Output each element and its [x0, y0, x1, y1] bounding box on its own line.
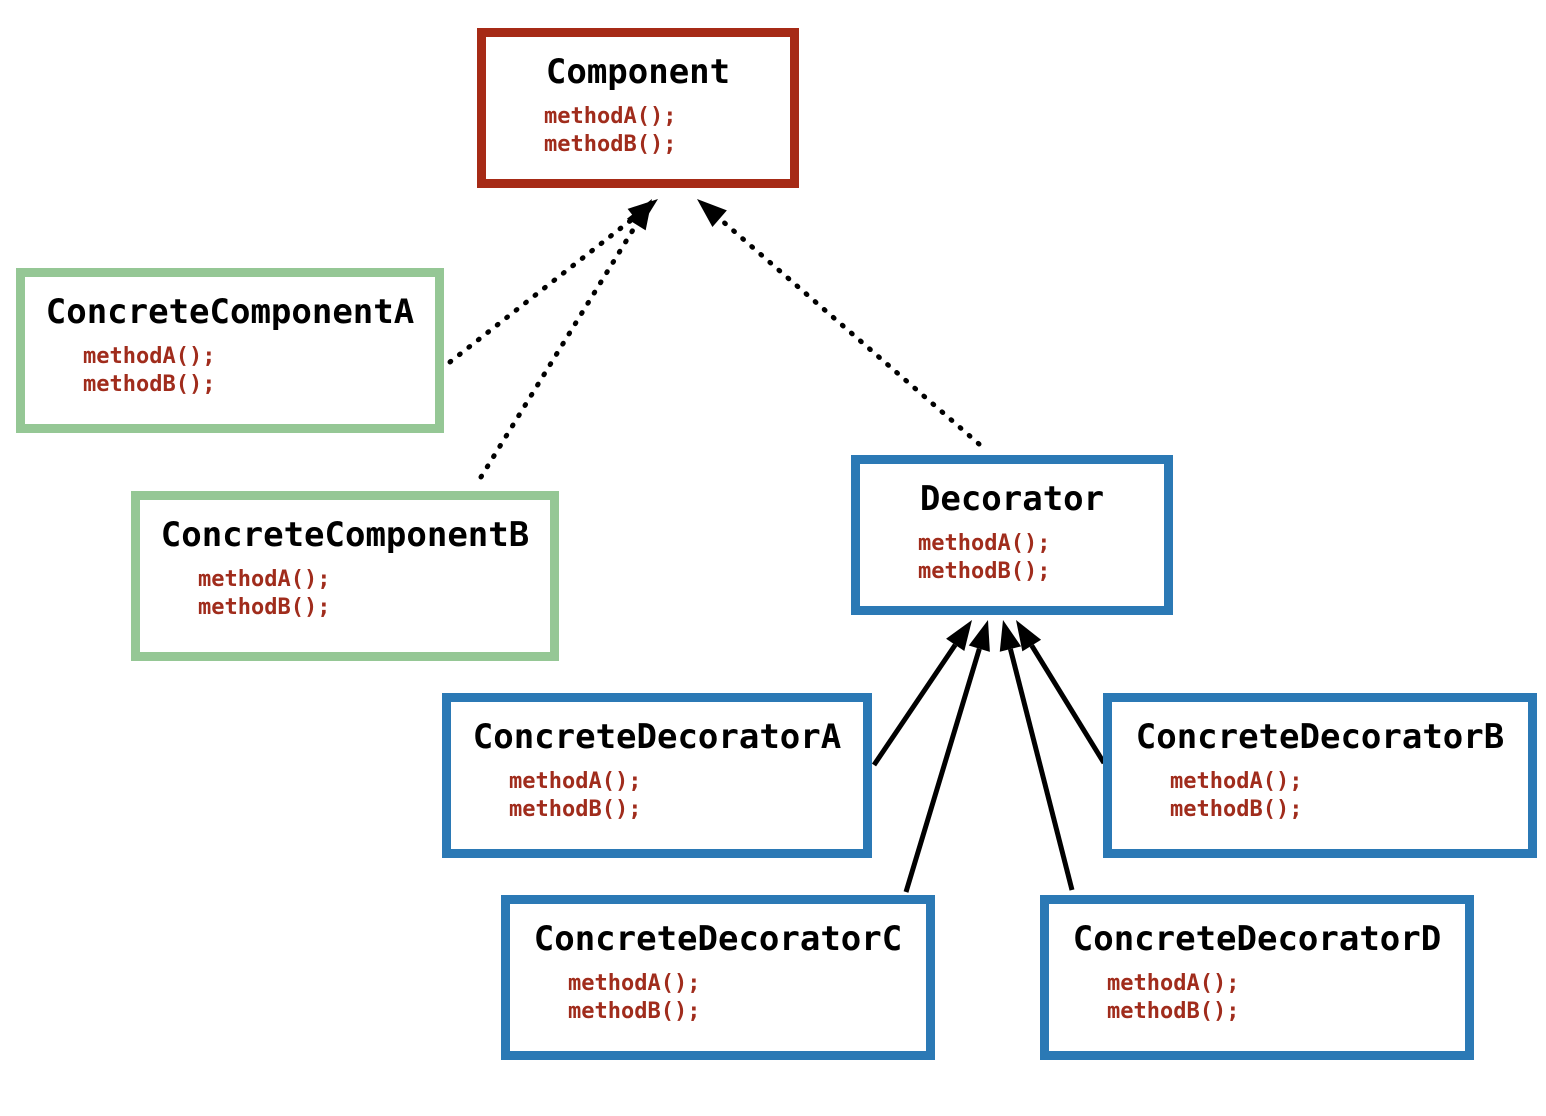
class-box-concrete-component-a[interactable]: ConcreteComponentA methodA(); methodB(); [16, 268, 444, 433]
edge-cdd-decorator [999, 620, 1075, 891]
edge-cca-component-line [447, 215, 637, 365]
edge-cdb-decorator-line [1029, 644, 1107, 765]
class-methods-concrete-component-a: methodA(); methodB(); [25, 329, 435, 399]
edge-cdc-decorator-arrowhead [968, 620, 990, 652]
class-methods-component: methodA(); methodB(); [486, 89, 790, 159]
method-signature: methodA(); [198, 567, 331, 592]
class-methods-concrete-component-b: methodA(); methodB(); [140, 552, 550, 622]
method-signature: methodA(); [509, 769, 642, 794]
edge-cdd-decorator-line [1008, 648, 1075, 891]
method-signature: methodB(); [198, 595, 331, 621]
class-name-decorator: Decorator [919, 479, 1105, 519]
method-signature: methodA(); [1107, 971, 1240, 996]
class-box-component[interactable]: Component methodA(); methodB(); [477, 28, 799, 188]
class-box-concrete-decorator-d[interactable]: ConcreteDecoratorD methodA(); methodB(); [1040, 895, 1474, 1060]
edge-decorator-component-line [717, 216, 982, 447]
method-signature: methodB(); [918, 559, 1051, 585]
class-box-concrete-decorator-b[interactable]: ConcreteDecoratorB methodA(); methodB(); [1103, 693, 1537, 858]
class-methods-decorator: methodA(); methodB(); [860, 516, 1164, 586]
class-box-decorator[interactable]: Decorator methodA(); methodB(); [851, 455, 1173, 615]
method-signature: methodB(); [568, 999, 701, 1025]
edge-cdb-decorator [1016, 620, 1107, 765]
method-signature: methodB(); [1170, 797, 1303, 823]
method-signature: methodA(); [568, 971, 701, 996]
class-name-concrete-component-b: ConcreteComponentB [160, 515, 530, 555]
edge-decorator-component [697, 199, 982, 447]
class-name-concrete-decorator-d: ConcreteDecoratorD [1072, 919, 1442, 959]
method-signature: methodA(); [544, 104, 677, 129]
class-box-concrete-decorator-c[interactable]: ConcreteDecoratorC methodA(); methodB(); [501, 895, 935, 1060]
edge-cda-decorator-line [871, 643, 958, 767]
class-methods-concrete-decorator-a: methodA(); methodB(); [451, 754, 863, 824]
method-signature: methodB(); [83, 372, 216, 398]
edge-ccb-component-arrowhead [626, 199, 652, 231]
method-signature: methodB(); [1107, 999, 1240, 1025]
class-name-concrete-decorator-b: ConcreteDecoratorB [1135, 717, 1505, 757]
class-name-component: Component [545, 52, 731, 92]
edge-cdc-decorator [903, 620, 990, 893]
method-signature: methodB(); [544, 132, 677, 158]
edge-cdc-decorator-line [903, 648, 982, 893]
method-signature: methodA(); [918, 531, 1051, 556]
method-signature: methodA(); [83, 344, 216, 369]
edge-cda-decorator [871, 620, 972, 767]
edge-cdd-decorator-arrowhead [999, 620, 1022, 652]
method-signature: methodA(); [1170, 769, 1303, 794]
edge-ccb-component [478, 199, 652, 480]
class-methods-concrete-decorator-d: methodA(); methodB(); [1049, 956, 1465, 1026]
class-name-concrete-decorator-a: ConcreteDecoratorA [472, 717, 842, 757]
edge-cca-component-arrowhead [627, 199, 658, 227]
class-box-concrete-component-b[interactable]: ConcreteComponentB methodA(); methodB(); [131, 491, 559, 661]
class-methods-concrete-decorator-c: methodA(); methodB(); [510, 956, 926, 1026]
class-methods-concrete-decorator-b: methodA(); methodB(); [1112, 754, 1528, 824]
method-signature: methodB(); [509, 797, 642, 823]
edge-ccb-component-line [478, 222, 639, 480]
class-box-concrete-decorator-a[interactable]: ConcreteDecoratorA methodA(); methodB(); [442, 693, 872, 858]
edge-cdb-decorator-arrowhead [1016, 620, 1042, 652]
edge-cda-decorator-arrowhead [946, 620, 972, 652]
class-name-concrete-decorator-c: ConcreteDecoratorC [533, 919, 903, 959]
edge-decorator-component-arrowhead [697, 199, 727, 227]
class-name-concrete-component-a: ConcreteComponentA [45, 292, 415, 332]
edge-cca-component [447, 199, 658, 365]
